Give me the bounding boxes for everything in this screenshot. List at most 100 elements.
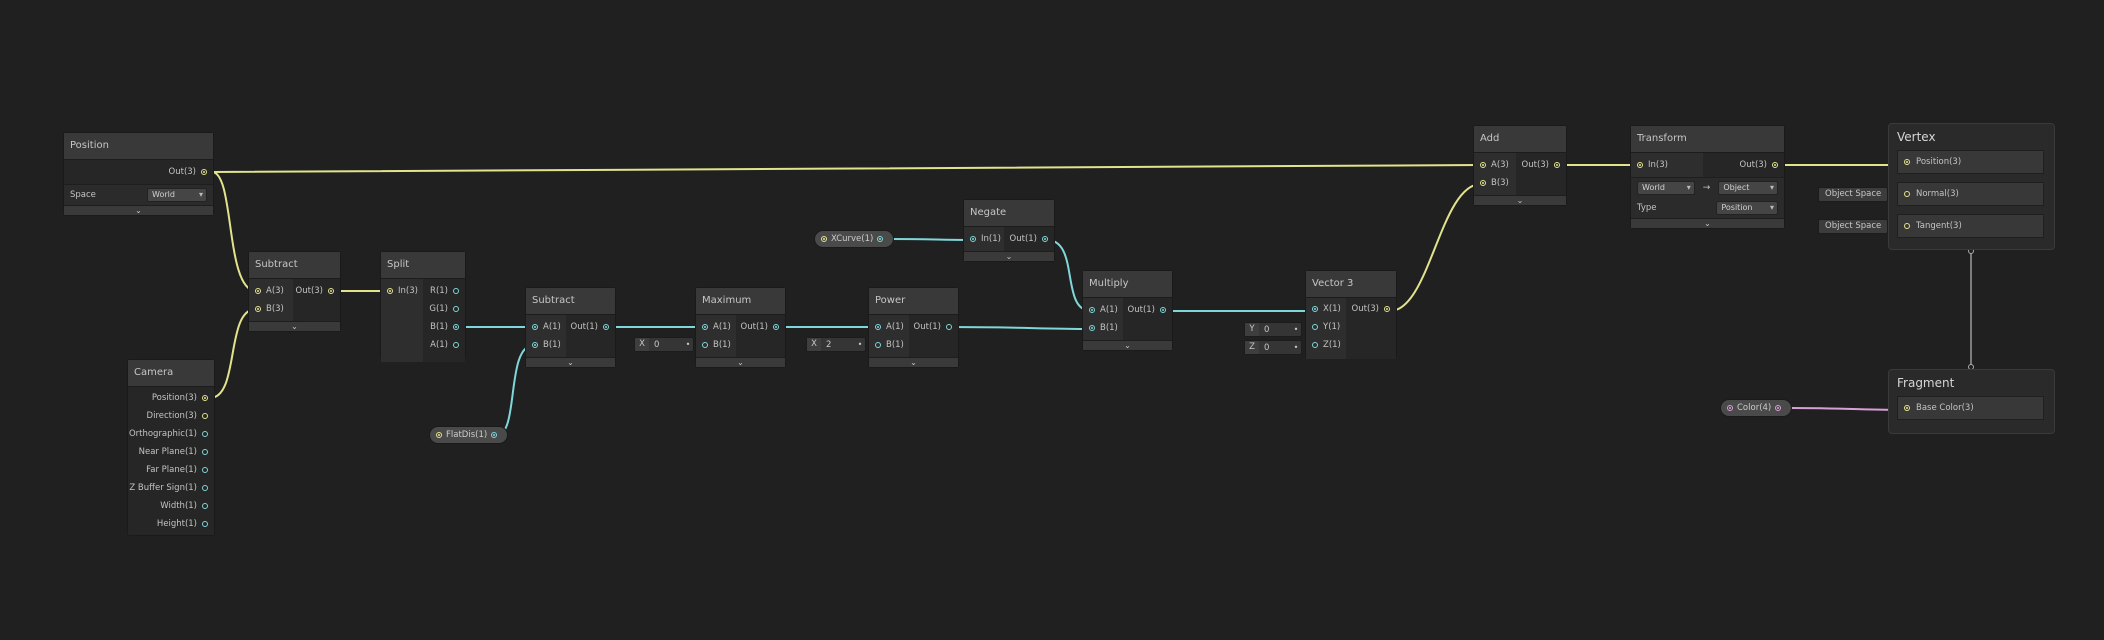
port-out-connector[interactable]: [202, 449, 208, 455]
vertex-normal-slot[interactable]: Normal(3): [1897, 182, 2044, 206]
field-value[interactable]: 0: [654, 339, 660, 350]
port-out-connector[interactable]: [1772, 162, 1778, 168]
port-out-connector[interactable]: [453, 342, 459, 348]
port-out-connector[interactable]: [328, 288, 334, 294]
port-out-connector[interactable]: [202, 485, 208, 491]
port-out-connector[interactable]: [202, 413, 208, 419]
port-out-connector[interactable]: [603, 324, 609, 330]
port-out-connector[interactable]: [202, 521, 208, 527]
xcurve-property[interactable]: XCurve(1): [815, 231, 894, 247]
fragment-context[interactable]: Fragment Base Color(3): [1888, 369, 2055, 434]
port-in-connector[interactable]: [875, 342, 881, 348]
port-in-connector[interactable]: [1312, 324, 1318, 330]
collapse-toggle[interactable]: ⌄: [1631, 218, 1784, 228]
port-in-connector[interactable]: [970, 236, 976, 242]
negate-node[interactable]: Negate In(1) Out(1) ⌄: [964, 200, 1054, 261]
port-out-connector[interactable]: [453, 306, 459, 312]
split-node[interactable]: Split In(3) R(1) G(1) B(1) A(1): [381, 252, 465, 362]
port-in-connector[interactable]: [532, 324, 538, 330]
maximum-node[interactable]: Maximum A(1) B(1) Out(1) ⌄: [696, 288, 785, 367]
port-in-connector[interactable]: [532, 342, 538, 348]
port-out-label: Out(3): [1351, 304, 1379, 314]
port-out-connector[interactable]: [491, 432, 498, 438]
slot-label: Base Color(3): [1916, 403, 1974, 413]
camera-node[interactable]: Camera Position(3) Direction(3) Orthogra…: [128, 360, 214, 535]
port-in-connector[interactable]: [1904, 159, 1910, 165]
port-in-connector[interactable]: [255, 288, 261, 294]
fragment-base-color-slot[interactable]: Base Color(3): [1897, 396, 2044, 420]
collapse-toggle[interactable]: ⌄: [249, 321, 340, 331]
power-b-field[interactable]: X 2 •: [806, 337, 866, 352]
collapse-toggle[interactable]: ⌄: [1474, 195, 1566, 205]
field-value[interactable]: 2: [826, 339, 832, 350]
port-in-connector[interactable]: [1480, 180, 1486, 186]
port-in-connector[interactable]: [255, 306, 261, 312]
field-value[interactable]: 0: [1264, 342, 1270, 353]
collapse-toggle[interactable]: ⌄: [964, 251, 1054, 261]
power-node[interactable]: Power A(1) B(1) Out(1) ⌄: [869, 288, 958, 367]
type-dropdown[interactable]: Position: [1716, 201, 1778, 215]
port-in-connector[interactable]: [1480, 162, 1486, 168]
port-in-connector[interactable]: [875, 324, 881, 330]
chevron-down-icon: ⌄: [1124, 341, 1131, 350]
normal-space-field[interactable]: Object Space: [1818, 187, 1889, 202]
space-dropdown[interactable]: World: [147, 188, 207, 202]
vertex-position-slot[interactable]: Position(3): [1897, 150, 2044, 174]
port-out-connector[interactable]: [1775, 405, 1782, 411]
port-out-connector[interactable]: [453, 324, 459, 330]
multiply-node[interactable]: Multiply A(1) B(1) Out(1) ⌄: [1083, 271, 1172, 350]
to-space-dropdown[interactable]: Object: [1718, 181, 1778, 195]
tangent-space-field[interactable]: Object Space: [1818, 219, 1889, 234]
port-in-label: B(3): [266, 304, 284, 314]
port-out-connector[interactable]: [946, 324, 952, 330]
port-in-connector[interactable]: [387, 288, 393, 294]
port-out-connector[interactable]: [202, 431, 208, 437]
port-out-connector[interactable]: [201, 169, 207, 175]
port-out-connector[interactable]: [1042, 236, 1048, 242]
property-label: XCurve(1): [831, 234, 874, 244]
port-in-connector[interactable]: [1089, 325, 1095, 331]
vector3-z-field[interactable]: Z 0 •: [1244, 340, 1302, 355]
collapse-toggle[interactable]: ⌄: [696, 357, 785, 367]
subtract-node[interactable]: Subtract A(1) B(1) Out(1) ⌄: [526, 288, 615, 367]
subtract-node[interactable]: Subtract A(3) B(3) Out(3) ⌄: [249, 252, 340, 331]
collapse-toggle[interactable]: ⌄: [869, 357, 958, 367]
color-property[interactable]: Color(4): [1721, 400, 1792, 416]
port-out-connector[interactable]: [877, 236, 884, 242]
vertex-tangent-slot[interactable]: Tangent(3): [1897, 214, 2044, 238]
vector3-node[interactable]: Vector 3 X(1) Y(1) Z(1) Out(3): [1306, 271, 1396, 359]
collapse-toggle[interactable]: ⌄: [1083, 340, 1172, 350]
flatdis-property[interactable]: FlatDis(1): [430, 427, 508, 443]
vertex-context[interactable]: Vertex Position(3) Normal(3) Tangent(3): [1888, 123, 2055, 250]
field-value[interactable]: 0: [1264, 324, 1270, 335]
add-node[interactable]: Add A(3) B(3) Out(3) ⌄: [1474, 126, 1566, 205]
port-in-connector[interactable]: [1904, 191, 1910, 197]
port-out-connector[interactable]: [202, 503, 208, 509]
port-out-connector[interactable]: [773, 324, 779, 330]
port-out-connector[interactable]: [202, 467, 208, 473]
wire-vector3-to-add: [1389, 183, 1482, 312]
port-out-connector[interactable]: [1554, 162, 1560, 168]
space-label: Space: [70, 190, 96, 200]
port-out-connector[interactable]: [1384, 306, 1390, 312]
collapse-toggle[interactable]: ⌄: [526, 357, 615, 367]
port-in-connector[interactable]: [1904, 405, 1910, 411]
port-in-connector[interactable]: [1637, 162, 1643, 168]
collapse-toggle[interactable]: ⌄: [64, 205, 213, 215]
port-out-connector[interactable]: [453, 288, 459, 294]
port-in-connector[interactable]: [1312, 342, 1318, 348]
position-node[interactable]: Position Out(3) Space World ⌄: [64, 133, 213, 215]
wire-position-to-add: [211, 164, 1482, 173]
port-out-label: Out(1): [740, 322, 768, 332]
port-in-connector[interactable]: [1312, 306, 1318, 312]
from-space-dropdown[interactable]: World: [1637, 181, 1695, 195]
maximum-b-field[interactable]: X 0 •: [634, 337, 694, 352]
port-in-connector[interactable]: [1904, 223, 1910, 229]
port-in-connector[interactable]: [1089, 307, 1095, 313]
port-out-connector[interactable]: [202, 395, 208, 401]
port-in-connector[interactable]: [702, 342, 708, 348]
port-in-connector[interactable]: [702, 324, 708, 330]
vector3-y-field[interactable]: Y 0 •: [1244, 322, 1302, 337]
port-out-connector[interactable]: [1160, 307, 1166, 313]
transform-node[interactable]: Transform In(3) Out(3) World → Object Ty…: [1631, 126, 1784, 228]
